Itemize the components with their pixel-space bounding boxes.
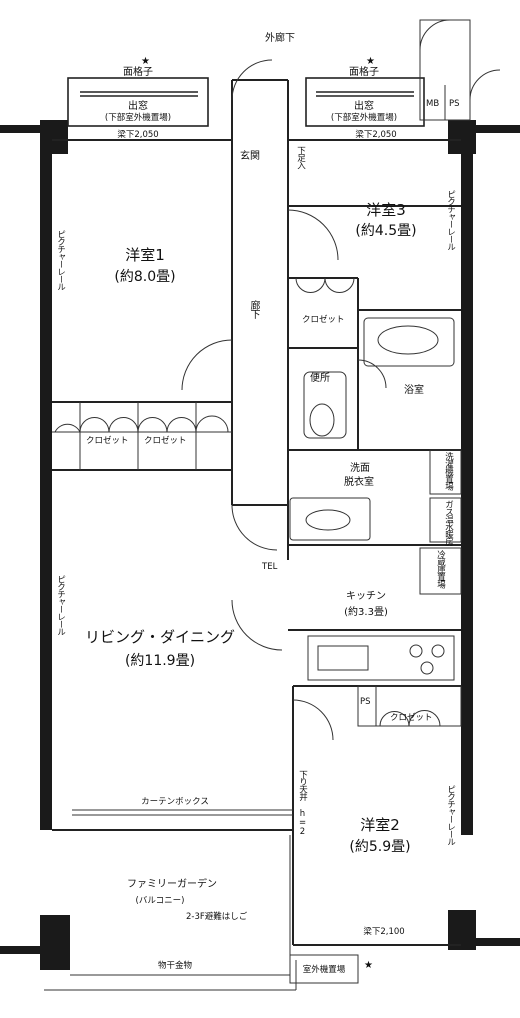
- fixture-details: [44, 19, 471, 991]
- living-area: (約11.9畳): [124, 653, 196, 669]
- bay-window-left-note: (下部室外機置場): [104, 113, 172, 123]
- picture-rail-right-top: ピクチャーレール: [445, 190, 456, 250]
- exterior-walls: [0, 120, 520, 970]
- hall-label: 廊下: [248, 300, 259, 318]
- beam-bottom-label: 梁下2,100: [363, 927, 405, 937]
- shoe-storage-label: 下足入: [295, 146, 306, 169]
- picture-rail-left-top: ピクチャーレール: [55, 230, 66, 290]
- dressing-label: 脱衣室: [344, 477, 374, 488]
- living-name: リビング・ダイニング: [84, 628, 236, 646]
- clothes-pole-label: 物干金物: [157, 961, 193, 971]
- bay-window-right-note: (下部室外機置場): [330, 113, 398, 123]
- lattice-left-label: 面格子: [123, 67, 153, 78]
- washroom-label: 洗面: [350, 463, 370, 474]
- corridor-label: 外廊下: [265, 33, 295, 44]
- lattice-right-label: 面格子: [349, 67, 379, 78]
- room1-name: 洋室1: [125, 246, 165, 264]
- closet-room3-label: クロゼット: [302, 315, 345, 325]
- entrance-label: 玄関: [240, 151, 260, 162]
- door-swings: [54, 19, 501, 741]
- svg-text:★: ★: [141, 56, 150, 67]
- bath-label: 浴室: [404, 385, 424, 396]
- garden-name: ファミリーガーデン: [127, 879, 217, 890]
- picture-rail-left-mid: ピクチャーレール: [55, 575, 66, 635]
- washer-area-label: 洗濯機置場: [443, 452, 454, 490]
- beam-left-label: 梁下2,050: [117, 130, 159, 140]
- beam-right-label: 梁下2,050: [355, 130, 397, 140]
- fridge-label: 冷蔵庫置場: [435, 550, 446, 588]
- closet-room2-label: クロゼット: [390, 713, 433, 723]
- ps-kitchen-label: PS: [360, 697, 371, 707]
- ps-top-label: PS: [449, 99, 460, 109]
- closet-room1-b-label: クロゼット: [144, 436, 187, 446]
- bay-window-right: [305, 77, 425, 127]
- tel-label: TEL: [262, 562, 278, 572]
- garden-sub: (バルコニー): [135, 896, 185, 906]
- ceiling-drop-label: 下り天井 h=2: [297, 770, 308, 836]
- picture-rail-right-bottom: ピクチャーレール: [445, 785, 456, 845]
- kitchen-area: (約3.3畳): [344, 607, 388, 618]
- svg-text:★: ★: [364, 960, 373, 971]
- room2-name: 洋室2: [360, 816, 400, 834]
- room1-area: (約8.0畳): [114, 269, 176, 285]
- bay-window-left-label: 出窓: [128, 101, 148, 112]
- room2-area: (約5.9畳): [349, 839, 411, 855]
- room3-area: (約4.5畳): [355, 223, 417, 239]
- toilet-label: 便所: [310, 373, 330, 384]
- curtain-box-label: カーテンボックス: [141, 797, 209, 807]
- bay-window-right-label: 出窓: [354, 101, 374, 112]
- star-markers: ★ ★ ★: [141, 56, 375, 971]
- kitchen-name: キッチン: [346, 591, 386, 602]
- hatch-label: 2-3F避難はしご: [186, 912, 248, 922]
- heater-label: ガス温水暖房: [443, 500, 454, 545]
- closet-room1-a-label: クロゼット: [86, 436, 129, 446]
- svg-text:★: ★: [366, 56, 375, 67]
- room3-name: 洋室3: [366, 201, 406, 219]
- bay-window-left: [67, 77, 209, 127]
- outdoor-unit-label: 室外機置場: [302, 965, 346, 975]
- mb-label: MB: [426, 99, 440, 109]
